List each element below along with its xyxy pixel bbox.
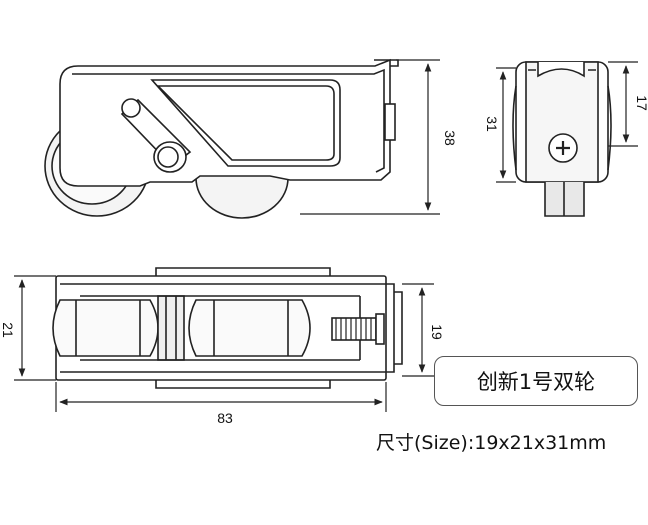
- dim-label-front-slot: 17: [634, 95, 648, 111]
- dim-label-top-length: 83: [217, 410, 233, 426]
- roller-right: [188, 299, 311, 357]
- top-view: [52, 267, 403, 389]
- dim-label-top-height: 21: [0, 322, 16, 338]
- side-view: [44, 58, 399, 219]
- dim-label-top-body: 19: [429, 324, 445, 340]
- product-name-label: 创新1号双轮: [434, 356, 638, 406]
- size-caption: 尺寸(Size):19x21x31mm: [376, 432, 607, 454]
- roller-left: [52, 299, 159, 357]
- dim-top: [14, 275, 434, 412]
- dim-label-side-height: 38: [442, 130, 458, 146]
- axle-block: [157, 295, 185, 361]
- dim-side-height: [300, 59, 440, 215]
- dim-label-front-width: 31: [484, 116, 500, 132]
- front-view: [512, 61, 612, 217]
- dim-front: [496, 61, 638, 183]
- adjust-screw: [331, 317, 377, 341]
